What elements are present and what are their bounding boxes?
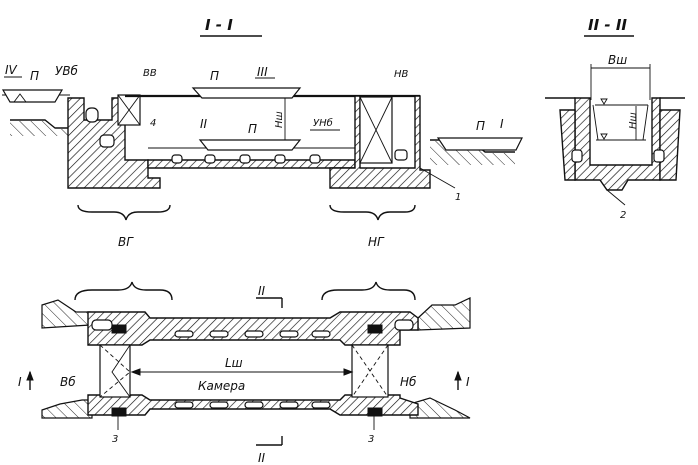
cut-2-top-label: II bbox=[258, 284, 266, 298]
plan-bottom-openings bbox=[174, 401, 331, 409]
vessel-3-letter: П bbox=[210, 69, 219, 83]
plan-upper-gate-leaf bbox=[111, 344, 131, 398]
upper-ground-line bbox=[10, 119, 70, 129]
section-2-right-fill bbox=[659, 109, 681, 181]
vessel-1-letter: П bbox=[476, 119, 485, 133]
section-2-depth-label: Hш bbox=[628, 112, 639, 129]
upper-head-brace bbox=[77, 204, 171, 221]
callout-3-left: 3 bbox=[112, 434, 118, 445]
plan-lower-bank-right bbox=[409, 397, 471, 419]
wall-opening bbox=[311, 330, 331, 338]
floor-openings bbox=[171, 154, 321, 164]
vessel-4-roman: IV bbox=[5, 63, 18, 77]
section-2-left-fill bbox=[559, 109, 576, 181]
plan-culvert-lower bbox=[394, 319, 414, 331]
callout-1: 1 bbox=[455, 192, 461, 203]
upper-pool-level-label: УВб bbox=[55, 64, 79, 78]
plan-lower-gate-swing bbox=[351, 344, 389, 398]
section-2-left-wall-line bbox=[592, 104, 599, 141]
vessel-3 bbox=[191, 87, 302, 99]
upper-pool-label: Вб bbox=[60, 375, 76, 389]
callout-4: 4 bbox=[150, 118, 156, 129]
wall-opening bbox=[174, 330, 194, 338]
vessel-1-roman: I bbox=[500, 117, 504, 131]
vessel-3-roman: III bbox=[257, 65, 268, 79]
upper-level-marker-icon bbox=[13, 93, 27, 103]
cut-2-bottom-label: II bbox=[258, 451, 266, 465]
plan-lower-bank-left bbox=[41, 399, 93, 419]
floor-opening bbox=[171, 154, 183, 164]
lower-head-label: НГ bbox=[368, 235, 385, 249]
plan-lower-gate-valve-bottom bbox=[367, 407, 383, 417]
plan-upper-bank-left bbox=[41, 299, 91, 329]
upper-ground-soil bbox=[10, 121, 70, 136]
plan-lower-gate-valve-top bbox=[367, 324, 383, 334]
section-2-culvert-right bbox=[653, 149, 665, 163]
cut-arrow-icon bbox=[454, 370, 462, 381]
level-marker-icon bbox=[600, 133, 608, 140]
width-label: Bш bbox=[608, 53, 627, 67]
plan-upper-bank-right bbox=[417, 297, 471, 331]
lower-pool-level-label: УНб bbox=[313, 117, 333, 129]
floor-opening bbox=[239, 154, 251, 164]
level-marker-icon bbox=[600, 98, 608, 105]
wall-opening bbox=[279, 401, 299, 409]
floor-opening bbox=[309, 154, 321, 164]
cut-1-right-label: I bbox=[466, 375, 470, 389]
upper-head-label: ВГ bbox=[118, 235, 134, 249]
callout-1-leader bbox=[419, 167, 456, 189]
lower-gate-label: НВ bbox=[394, 69, 409, 80]
lower-head-brace bbox=[329, 204, 416, 221]
cut-1-left-label: I bbox=[18, 375, 22, 389]
vessel-1 bbox=[436, 137, 523, 151]
plan-lower-head-brace bbox=[321, 281, 416, 301]
plan-upper-gate-valve-top bbox=[111, 324, 127, 334]
floor-opening bbox=[274, 154, 286, 164]
upper-gate-cross-2 bbox=[117, 94, 141, 126]
plan-upper-gate-valve-bottom bbox=[111, 407, 127, 417]
section-2-title: II - II bbox=[588, 16, 627, 34]
lower-gate-cross-2 bbox=[359, 96, 393, 164]
wall-opening bbox=[174, 401, 194, 409]
plan-view: Lш Камера I Вб I Нб II II 3 3 bbox=[18, 281, 471, 465]
vessel-2-letter: П bbox=[248, 122, 257, 136]
plan-culvert-upper bbox=[91, 319, 113, 331]
culvert-opening-upper-2 bbox=[99, 134, 115, 148]
section-2-right-wall-line bbox=[642, 104, 649, 141]
wall-opening bbox=[244, 401, 264, 409]
vessel-2 bbox=[198, 139, 302, 151]
plan-upper-head-brace bbox=[74, 281, 173, 301]
wall-opening bbox=[244, 330, 264, 338]
plan-upper-gate bbox=[99, 344, 131, 398]
upper-gate-label: ВВ bbox=[143, 68, 157, 79]
dim-arrow-right-icon bbox=[343, 368, 354, 376]
section-2: II - II Bш Hш 2 bbox=[545, 16, 685, 221]
cut-arrow-icon bbox=[26, 370, 34, 381]
callout-2-leader bbox=[606, 189, 626, 206]
floor-opening bbox=[204, 154, 216, 164]
vessel-2-roman: II bbox=[200, 117, 208, 131]
wall-opening bbox=[311, 401, 331, 409]
wall-opening bbox=[279, 330, 299, 338]
section-2-culvert-left bbox=[571, 149, 583, 163]
wall-opening bbox=[209, 330, 229, 338]
chamber-label: Камера bbox=[198, 379, 245, 393]
chamber-length-label: Lш bbox=[225, 356, 243, 370]
section-1-title: I - I bbox=[205, 16, 233, 34]
vessel-4-letter: П bbox=[30, 69, 39, 83]
lower-pool-label: Нб bbox=[400, 375, 417, 389]
culvert-opening-upper-1 bbox=[85, 107, 99, 123]
lower-head-concrete bbox=[329, 95, 431, 189]
culvert-opening-lower bbox=[394, 149, 408, 161]
plan-top-openings bbox=[174, 330, 331, 338]
vessel-4 bbox=[1, 89, 64, 103]
dim-arrow-left-icon bbox=[130, 368, 141, 376]
callout-3-right: 3 bbox=[368, 434, 374, 445]
plan-upper-gate-swing bbox=[99, 344, 131, 398]
section-1: I - I IV П УВб 4 ВВ bbox=[1, 16, 523, 221]
wall-opening bbox=[209, 401, 229, 409]
callout-2: 2 bbox=[620, 210, 626, 221]
chamber-depth-label: Hш bbox=[274, 111, 285, 128]
